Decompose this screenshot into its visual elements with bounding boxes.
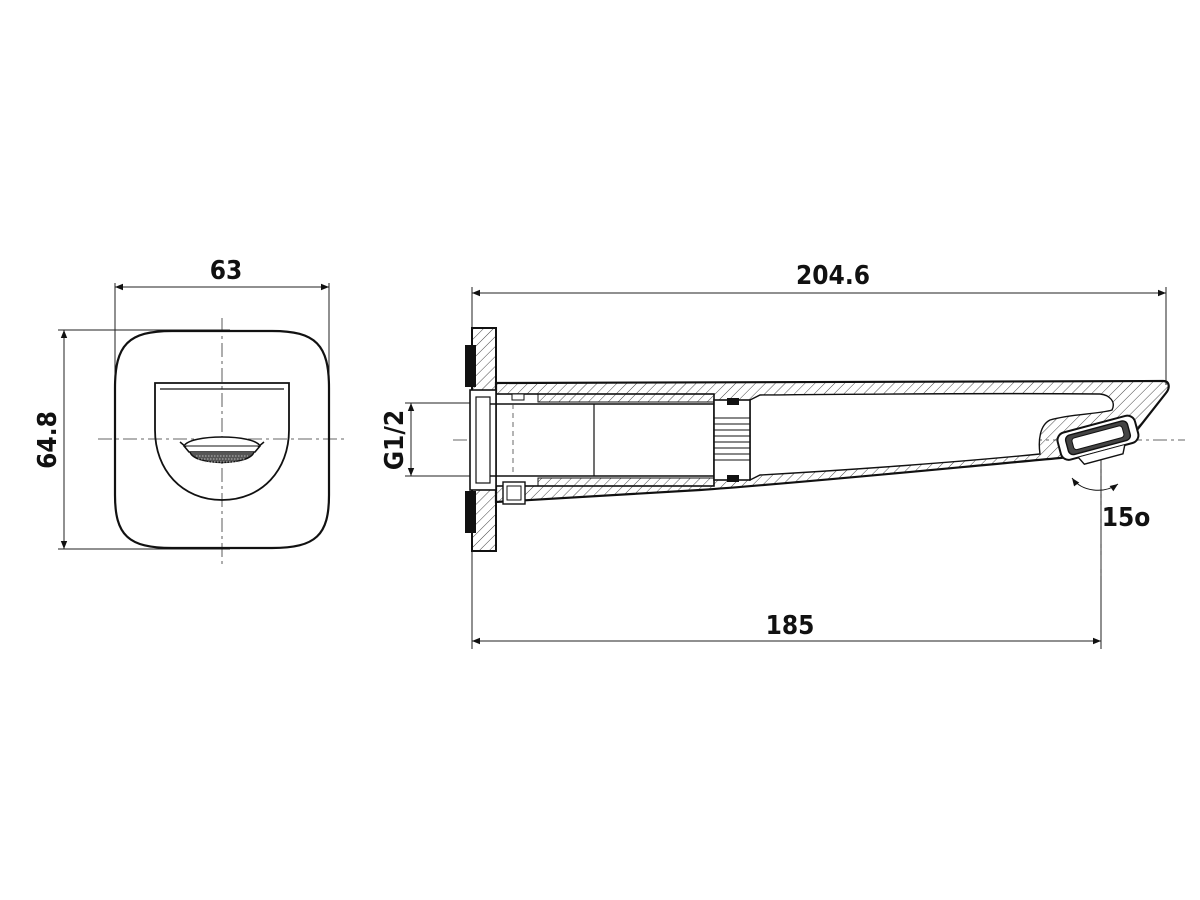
front-inner-face	[154, 382, 290, 501]
connector-flange	[469, 389, 497, 491]
spout-cavity	[749, 392, 1114, 482]
insert-wall-top	[537, 393, 715, 403]
angle-label: 15o	[1102, 503, 1151, 533]
o-ring-bottom	[727, 475, 739, 482]
set-screw-top	[511, 393, 525, 401]
thread-label: G1/2	[380, 410, 410, 470]
front-height-label: 64.8	[33, 411, 63, 469]
overall-length-label: 204.6	[796, 261, 870, 291]
connector-flange-inner	[475, 396, 491, 484]
wall-seal-top	[465, 345, 476, 387]
front-width-label: 63	[210, 256, 243, 286]
angle-arc	[1071, 477, 1119, 492]
set-screw-bottom	[502, 481, 526, 505]
front-body-outline	[113, 329, 331, 550]
aerator-icon	[179, 436, 265, 464]
set-screw-bottom-inner	[506, 485, 522, 501]
wall-seal-bottom	[465, 491, 476, 533]
insert-wall-bottom	[537, 477, 715, 487]
connector-insert	[495, 393, 715, 487]
spline-coupling	[713, 399, 751, 481]
side-view: 204.6 185 G1/2	[380, 261, 1185, 649]
spline-teeth	[714, 417, 750, 461]
outlet-nozzle-icon	[1056, 414, 1140, 465]
front-view: 63 64.8	[33, 256, 348, 565]
o-ring-top	[727, 398, 739, 405]
projection-length-label: 185	[766, 611, 815, 641]
